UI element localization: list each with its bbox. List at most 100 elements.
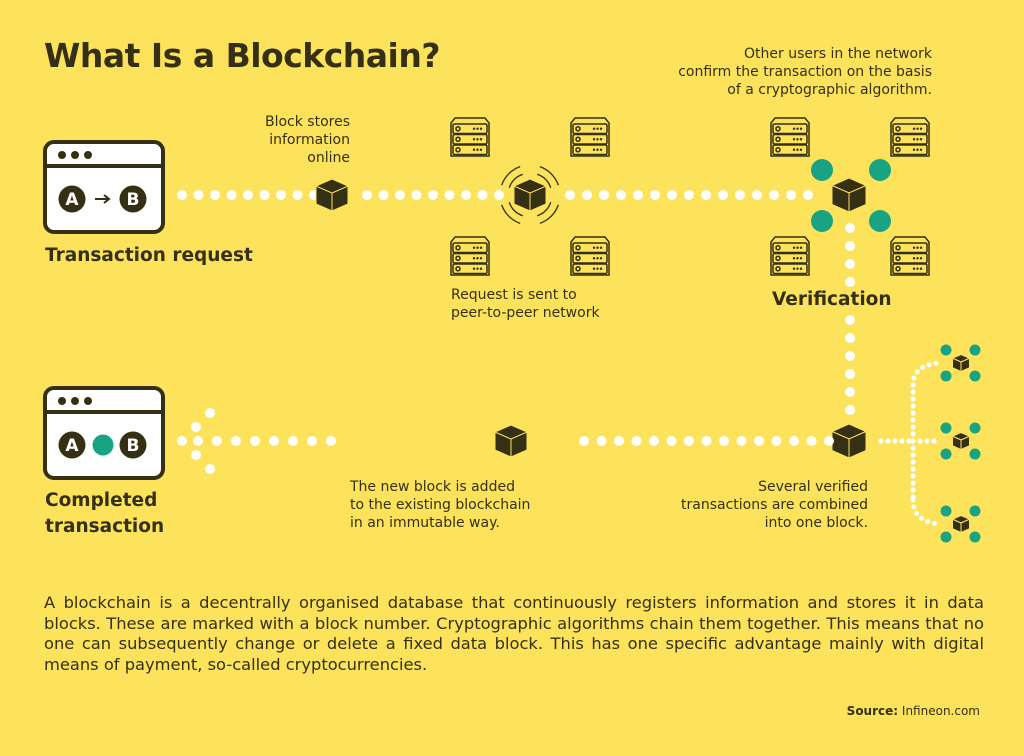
server-light [799,148,803,151]
server-case [770,236,810,276]
server-light [916,148,919,151]
connector-dot [735,190,745,200]
server-rack [892,242,928,254]
connector-dot [395,190,405,200]
broadcast-waves-icon [501,166,559,224]
verification-node [969,505,981,517]
label-transaction-request: Transaction request [45,245,253,266]
server-light [912,267,916,270]
server-led [895,245,901,251]
connector-dot [892,438,898,444]
server-light [916,138,919,141]
window-dot [71,397,79,405]
connector-dot [231,436,241,446]
server-light [592,257,596,260]
server-light [796,127,799,130]
caption-line: confirm the transaction on the basis [678,64,932,80]
connector-dot [666,436,677,446]
server-light [476,257,479,260]
server-light [596,257,599,260]
verification-node [940,505,952,517]
server-case [570,117,610,157]
server-light [479,257,483,260]
arrow-head [103,194,111,204]
server-case [570,236,610,276]
verification-node [969,422,981,434]
caption-line: The new block is added [350,479,515,495]
server-led [895,255,901,261]
verification-node [940,448,952,460]
party-a-letter: A [65,190,79,210]
connector-dot [307,436,317,446]
connector-dot [292,190,303,200]
connector-dot [906,438,912,444]
connector-dot [736,436,747,446]
server-icon [890,236,930,276]
connector-dot [259,190,270,200]
connector-dot [378,190,389,200]
connector-dot [684,190,694,200]
branch-curve-top [910,360,943,388]
server-icon [570,236,610,276]
server-led [455,147,461,153]
party-b-circle [119,431,147,459]
block-cube-icon [830,177,868,213]
block-cube-icon [951,353,971,373]
server-light [796,246,799,249]
server-light [472,127,476,130]
window-dot [58,397,66,405]
server-light [919,267,923,270]
branch-curve-bottom [910,497,943,527]
server-rack [452,133,488,145]
server-light [796,148,799,151]
server-led [775,136,781,142]
connector-dot [596,436,607,446]
party-a-circle [58,431,86,459]
connector-dot [212,436,222,446]
caption-p2p: Request is sent to peer-to-peer network [451,286,600,322]
server-rack [452,123,488,135]
cube-right [848,184,867,213]
server-icon [450,236,490,276]
connector-dot [845,405,855,415]
cube-right [529,185,547,212]
caption-several: Several verified transactions are combin… [600,478,868,532]
connector-dot [899,438,905,444]
description-paragraph: A blockchain is a decentrally organised … [44,593,984,674]
server-led [455,245,461,251]
server-case [450,236,490,276]
server-rack [572,144,608,156]
connector-dot [649,436,659,446]
server-light [592,148,596,151]
server-icon [890,117,930,157]
server-case [450,117,490,157]
server-light [919,246,923,249]
server-light [792,257,796,260]
connector-dot [824,436,834,446]
server-light [599,138,603,141]
connector-dot [193,436,203,446]
connector-dot [582,190,592,200]
caption-line: to the existing blockchain [350,497,531,513]
server-led [575,136,581,142]
verification-node [940,344,952,356]
block-cube-icon [314,178,350,212]
wave-arc [501,204,521,224]
connector-dot [288,436,298,446]
connector-dot [191,422,201,432]
connector-dot [771,436,782,446]
connector-dot [910,459,916,465]
server-led [775,245,781,251]
server-light [796,267,799,270]
server-rack [452,242,488,254]
server-light [476,246,479,249]
server-icon [450,117,490,157]
server-rack [572,133,608,145]
connector-dot [444,190,455,200]
connector-dot [411,190,422,200]
server-icon [770,236,810,276]
connector-dot [878,438,884,444]
party-b-circle [119,185,147,213]
verification-node [969,448,981,460]
